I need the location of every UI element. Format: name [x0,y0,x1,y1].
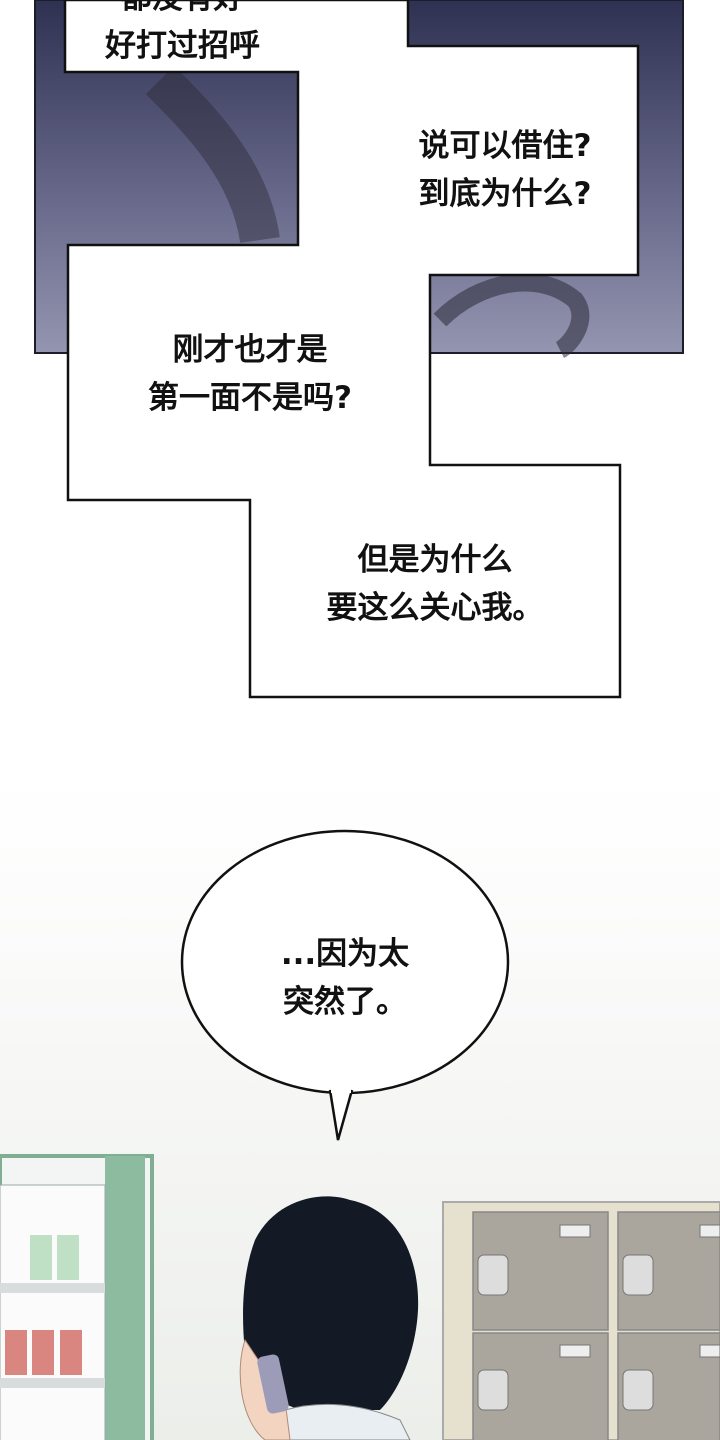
caption-line: 要这么关心我。 [326,590,544,626]
caption-2: 说可以借住? 到底为什么? [360,122,650,218]
caption-3: 刚才也才是 第一面不是吗? [90,326,410,422]
speech-line: 突然了。 [283,984,407,1020]
lockers [442,1201,720,1440]
drink-fridge [0,1154,154,1440]
caption-line: 好打过招呼 [105,28,260,64]
character-back-of-head [239,1196,419,1440]
speech-bubble-text: ...因为太 突然了。 [230,930,460,1026]
caption-line: 都没有好 [65,0,300,22]
caption-4: 但是为什么 要这么关心我。 [280,536,590,632]
smoke-shadow [145,65,280,244]
smoke-shadow [433,273,590,359]
caption-line: 说可以借住? [418,128,592,164]
caption-line: 刚才也才是 [172,332,328,368]
caption-line: 但是为什么 [357,542,513,578]
caption-boxes [63,0,640,699]
speech-line: ...因为太 [280,936,410,972]
caption-line: 到底为什么? [418,176,592,212]
speech-bubble-shape [180,829,510,1141]
caption-line: 第一面不是吗? [148,380,352,416]
caption-1: 都没有好 好打过招呼 [65,0,300,70]
